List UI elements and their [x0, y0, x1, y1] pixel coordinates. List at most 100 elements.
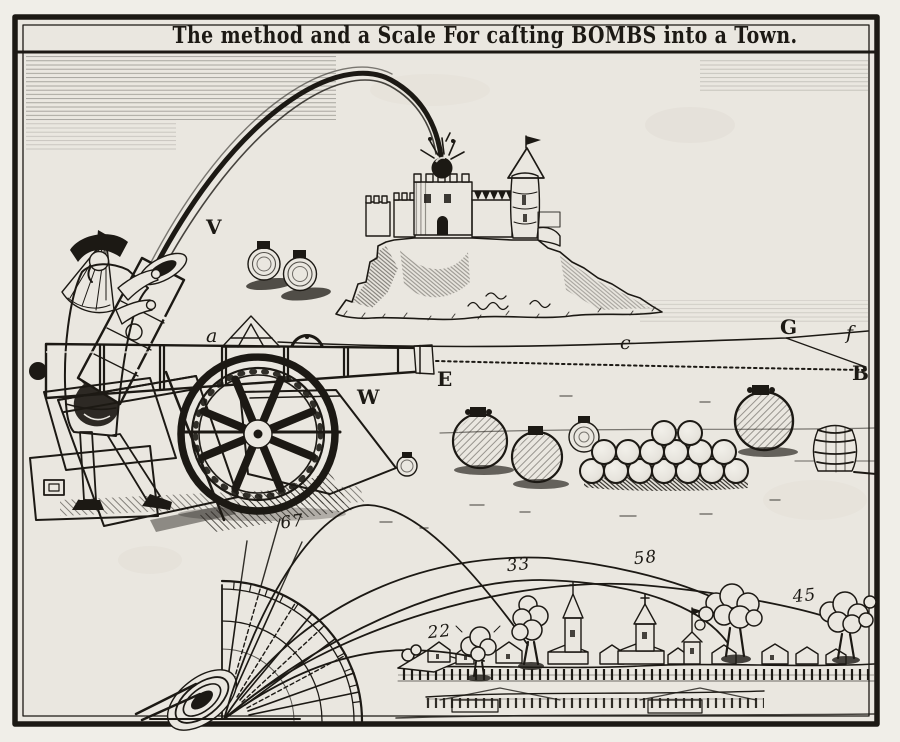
- letter-G: G: [780, 315, 797, 339]
- trajectory-67: [223, 504, 529, 720]
- bomb-shell: [568, 416, 600, 453]
- sky-hatching: [26, 56, 868, 324]
- carriage-wheel: [177, 353, 339, 515]
- cannon-barrel: [29, 334, 435, 400]
- base-buckle: [43, 479, 65, 496]
- label-45: 45: [791, 585, 818, 607]
- label-33: 33: [506, 554, 532, 576]
- trajectory-33: [223, 579, 728, 720]
- castle-on-hill: [335, 135, 663, 321]
- cannonball: [711, 439, 737, 465]
- large-bomb-shell: [451, 407, 509, 470]
- keep-windows: [424, 194, 451, 203]
- age-spots: [118, 74, 867, 574]
- title-banner: The method and a Scale For caſting BOMBS…: [14, 22, 878, 54]
- bomb-fuse-sparks: [420, 130, 465, 160]
- gunner-arm: [117, 269, 159, 301]
- hornwork: [439, 687, 757, 701]
- line-of-metal: [277, 330, 869, 348]
- mortar-trajectory: [147, 70, 444, 280]
- cannonball-pile: [579, 420, 749, 491]
- trajectory-58: [223, 556, 740, 720]
- castle-round-tower: [507, 135, 545, 239]
- gunner-head: [88, 250, 110, 272]
- large-bomb-shell: [510, 426, 564, 484]
- letter-V: V: [205, 215, 222, 239]
- explosion-burst: [694, 583, 763, 664]
- house: [795, 646, 819, 665]
- letter-W: W: [356, 385, 380, 409]
- castle-keep: [413, 173, 473, 236]
- explosion-burst: [819, 591, 877, 664]
- dotted-line-of-fire: [435, 360, 865, 371]
- gunner-coat: [63, 263, 149, 437]
- hill-base-grass: [343, 306, 656, 321]
- hill-shading: [400, 250, 470, 298]
- letter-B: B: [852, 361, 869, 385]
- engraving-title: The method and a Scale For caſting BOMBS…: [173, 22, 798, 49]
- label-67: 67: [279, 511, 305, 534]
- cannonball: [591, 439, 617, 465]
- letter-a: a: [206, 325, 217, 347]
- shore-waves: [467, 292, 551, 311]
- cannonball: [615, 439, 641, 465]
- explosion-smoke: [401, 644, 422, 662]
- tricorn-hat: [70, 234, 128, 262]
- explosion-burst: [511, 595, 549, 670]
- hill-shading-right: [560, 256, 650, 310]
- range-labels: 67 33 58 45 22: [279, 511, 817, 644]
- outwork-palisade: [426, 698, 764, 708]
- explosions: [401, 583, 877, 682]
- outwork-shed: [451, 699, 499, 713]
- castle-flag: [526, 136, 541, 145]
- castle-hill: [335, 237, 663, 321]
- cliff-shading: [352, 246, 398, 308]
- aiming-lines: a E W c G f B: [206, 315, 869, 409]
- scale-degree-ticks: [232, 581, 362, 704]
- town-palisade: [398, 669, 874, 680]
- scale-radials-dashed: [229, 585, 347, 709]
- town-buildings: [427, 581, 847, 665]
- outwork-shed: [647, 699, 703, 714]
- besieged-town: [395, 581, 875, 719]
- muzzle-face: [413, 344, 435, 375]
- mortar-base-box: [29, 445, 159, 521]
- ground-bombs: [246, 241, 331, 301]
- town-wall: [397, 663, 875, 669]
- mortar-shot: [145, 66, 465, 283]
- falling-bomb: [420, 130, 465, 179]
- castle-right-wall: [537, 211, 561, 228]
- cascabel: [29, 362, 47, 380]
- bomb-shell: [396, 452, 418, 477]
- explosion-burst: [455, 625, 501, 682]
- cannon-group: [29, 315, 435, 521]
- scale-arc-outer: [220, 579, 364, 723]
- letter-E: E: [437, 367, 452, 391]
- bomb-shell: [247, 241, 281, 281]
- ordnance-stores: [379, 385, 877, 529]
- label-58: 58: [633, 547, 659, 569]
- tower-cone-roof: [507, 147, 545, 179]
- scale-mortar: [134, 669, 301, 731]
- letter-f: f: [844, 322, 856, 344]
- castle-left-towers: [365, 192, 416, 238]
- castle-right-bastion: [537, 226, 561, 247]
- trajectory-22: [223, 649, 485, 720]
- range-trajectories: [223, 504, 851, 720]
- line-to-B: [785, 337, 867, 368]
- cannonball: [677, 420, 703, 446]
- label-22: 22: [426, 621, 453, 643]
- elevation-scale: [134, 518, 364, 731]
- house: [761, 643, 789, 665]
- gunner-figure: [63, 234, 172, 510]
- house: [495, 641, 523, 664]
- carriage-rear: [43, 377, 177, 471]
- cannonball: [723, 458, 749, 484]
- powder-barrel: [812, 424, 877, 475]
- bomb-shell: [282, 250, 318, 292]
- barrel-rings: [98, 343, 400, 396]
- keep-door: [437, 216, 448, 235]
- large-bomb-shell: [733, 385, 795, 452]
- cannonball: [651, 420, 677, 446]
